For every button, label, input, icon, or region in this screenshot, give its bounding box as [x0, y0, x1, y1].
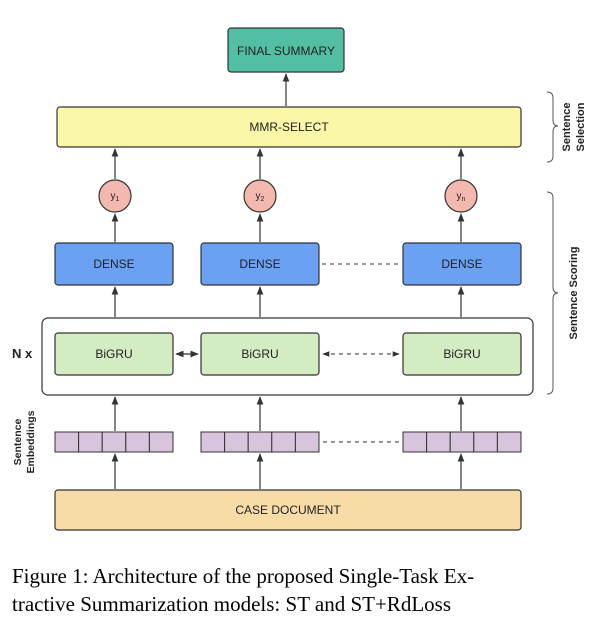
figure-caption: Figure 1: Architecture of the proposed S…	[12, 562, 602, 618]
output-subscript-1: 1	[116, 196, 120, 203]
case-document-node: CASE DOCUMENT	[54, 489, 522, 531]
sentence-embeddings-label-line2: Embeddings	[25, 410, 37, 473]
svg-text:y1: y1	[111, 191, 120, 203]
embedding-vector-n	[402, 431, 522, 453]
flow-arrows	[111, 73, 465, 489]
dense-node-n: DENSE	[402, 242, 522, 286]
sentence-selection-brace	[546, 91, 559, 163]
sentence-scoring-label: Sentence Scoring	[568, 247, 580, 340]
final-summary-node: FINAL SUMMARY	[227, 27, 345, 73]
sentence-selection-label-line1: Sentence	[561, 103, 573, 152]
caption-line-2: tractive Summarization models: ST and ST…	[12, 592, 451, 616]
final-summary-label: FINAL SUMMARY	[237, 44, 335, 58]
output-node-n: yn	[444, 179, 478, 213]
output-label-n: y	[457, 191, 462, 202]
output-label-2: y	[256, 191, 261, 202]
bigru-node-2: BiGRU	[200, 332, 320, 376]
output-label-1: y	[111, 191, 116, 202]
bigru-node-1: BiGRU	[54, 332, 174, 376]
dense-label-1: DENSE	[93, 257, 134, 271]
svg-text:yn: yn	[457, 191, 466, 203]
sentence-selection-label-line2: Selection	[575, 102, 587, 151]
mmr-select-label: MMR-SELECT	[249, 120, 329, 134]
svg-text:y2: y2	[256, 191, 265, 203]
output-subscript-2: 2	[261, 196, 265, 203]
dense-label-n: DENSE	[441, 257, 482, 271]
output-node-2: y2	[243, 179, 277, 213]
sentence-embeddings-label-line1: Sentence	[12, 418, 24, 465]
dense-node-2: DENSE	[200, 242, 320, 286]
bigru-label-n: BiGRU	[443, 347, 480, 361]
bigru-label-2: BiGRU	[241, 347, 278, 361]
sentence-scoring-brace	[546, 191, 559, 395]
bigru-node-n: BiGRU	[402, 332, 522, 376]
caption-line-1: Figure 1: Architecture of the proposed S…	[12, 564, 475, 588]
output-subscript-n: n	[462, 196, 466, 203]
bigru-label-1: BiGRU	[95, 347, 132, 361]
mmr-select-node: MMR-SELECT	[56, 106, 522, 148]
embedding-vector-2	[200, 431, 320, 453]
embedding-vector-1	[54, 431, 174, 453]
case-document-label: CASE DOCUMENT	[235, 503, 341, 517]
dense-node-1: DENSE	[54, 242, 174, 286]
bigru-stack-container	[41, 317, 534, 396]
dense-label-2: DENSE	[239, 257, 280, 271]
nx-label: N x	[12, 346, 33, 361]
output-node-1: y1	[98, 179, 132, 213]
